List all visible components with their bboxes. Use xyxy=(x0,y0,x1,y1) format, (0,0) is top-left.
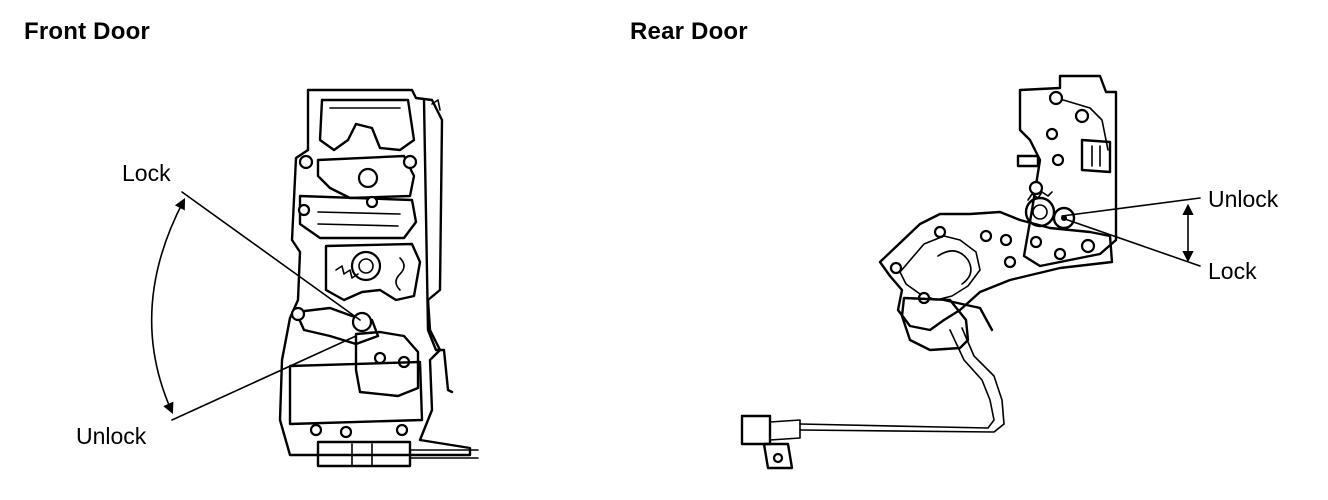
front-unlock-label: Unlock xyxy=(76,423,147,449)
front-lock-leader-line xyxy=(181,191,361,321)
rear-indicators xyxy=(1061,197,1201,267)
front-door-lock-assembly xyxy=(278,88,479,468)
rear-door-title: Rear Door xyxy=(630,18,748,45)
front-door-title: Front Door xyxy=(24,18,150,45)
rear-lock-label: Lock xyxy=(1208,258,1257,284)
rear-lock-leader-line xyxy=(1061,217,1201,267)
front-lock-label: Lock xyxy=(122,160,171,186)
rear-unlock-label: Unlock xyxy=(1208,186,1279,212)
front-unlock-leader-line xyxy=(171,335,357,421)
front-indicators xyxy=(150,191,361,421)
rear-unlock-leader-line xyxy=(1061,197,1201,217)
rear-door-lock-assembly xyxy=(740,74,1118,470)
front-rotation-arc-arrow xyxy=(150,198,186,415)
